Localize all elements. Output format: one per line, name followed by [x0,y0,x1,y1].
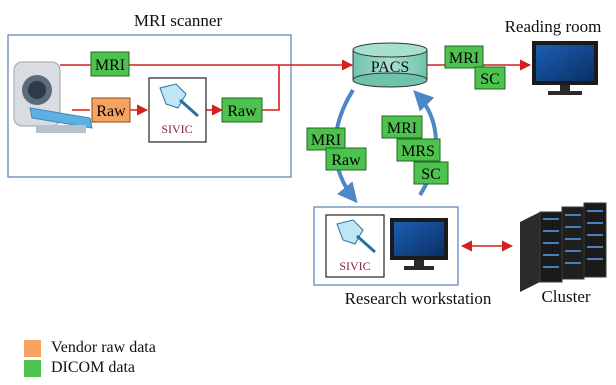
pacs-database-icon: PACS [352,42,428,88]
workstation-monitor-icon [390,218,448,270]
svg-text:MRI: MRI [95,57,125,74]
sivic-logo-scanner: SIVIC [148,77,207,143]
svg-text:SC: SC [480,71,500,88]
reading-room-monitor-icon [532,41,598,95]
tag-down-mri: MRI [306,127,346,151]
svg-text:SIVIC: SIVIC [339,259,370,273]
research-workstation-label: Research workstation [345,289,492,308]
tag-up-sc: SC [413,161,449,185]
svg-text:Raw: Raw [227,103,257,120]
svg-text:MRS: MRS [401,143,435,160]
tag-reading-mri: MRI [444,45,484,69]
tag-scanner-raw-dicom: Raw [221,97,263,123]
tag-down-raw: Raw [325,147,367,171]
legend-label-dicom: DICOM data [51,359,135,376]
svg-text:Raw: Raw [96,103,126,120]
sivic-logo-workstation: SIVIC [325,214,385,278]
cluster-label: Cluster [541,287,590,306]
mri-machine-icon [13,61,93,133]
legend-swatch-dicom [24,359,41,377]
legend-label-vendor-raw: Vendor raw data [51,339,156,356]
mri-scanner-label: MRI scanner [134,11,223,30]
reading-room-label: Reading room [505,17,602,36]
pacs-label: PACS [371,59,410,76]
legend-swatch-vendor-raw [24,339,41,357]
svg-text:Raw: Raw [331,152,361,169]
legend-item-dicom: DICOM data [24,359,135,377]
svg-text:MRI: MRI [449,50,479,67]
cluster-servers-icon [520,202,607,292]
svg-text:SC: SC [421,166,441,183]
tag-scanner-raw-vendor: Raw [91,97,131,123]
tag-up-mrs: MRS [396,138,441,162]
legend-item-vendor-raw: Vendor raw data [24,339,156,357]
tag-up-mri: MRI [381,115,423,139]
tag-scanner-mri: MRI [90,51,130,77]
svg-text:MRI: MRI [311,132,341,149]
tag-reading-sc: SC [474,66,506,90]
svg-text:MRI: MRI [387,120,417,137]
svg-text:SIVIC: SIVIC [161,122,192,136]
